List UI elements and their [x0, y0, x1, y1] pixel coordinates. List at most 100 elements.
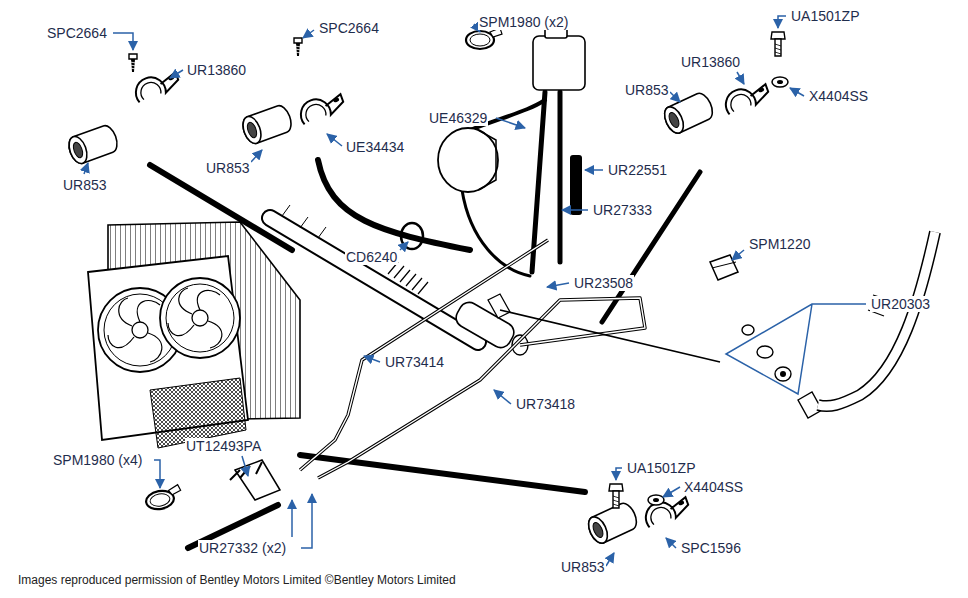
radiator-part — [144, 484, 183, 511]
fittings-part — [775, 367, 791, 381]
part-number: UR853 — [62, 177, 108, 193]
oil-cooler — [401, 128, 498, 249]
part-number: SPC1596 — [680, 540, 742, 556]
leader-arrows-part — [790, 88, 804, 96]
leader-arrows-part — [585, 169, 603, 171]
leader-arrows-part — [737, 72, 744, 84]
steering-rack-part — [270, 218, 478, 342]
fittings-part — [818, 232, 935, 406]
radiator-part — [160, 278, 240, 358]
part-number: UA1501ZP — [790, 8, 860, 24]
leader-arrows-part — [251, 150, 262, 162]
clamp-sets-part — [722, 80, 771, 115]
part-number: UR20303 — [870, 296, 931, 312]
leader-arrows-part — [327, 134, 342, 146]
part-number: UR853 — [205, 160, 251, 176]
oil-cooler-part — [401, 223, 423, 249]
leader-arrows-part — [84, 163, 88, 174]
fittings — [710, 232, 935, 418]
part-number: CD6240 — [345, 249, 398, 265]
group-bracket — [726, 304, 866, 394]
leader-arrows-part — [778, 16, 786, 28]
pipes-part — [318, 298, 645, 478]
hose-segment — [570, 155, 582, 215]
clamp-sets — [66, 32, 788, 546]
copyright-caption: Images reproduced permission of Bentley … — [18, 573, 456, 587]
leader-arrows-part — [732, 250, 744, 260]
fittings-part — [818, 232, 935, 406]
pipes — [300, 240, 720, 478]
part-number: UR27333 — [592, 202, 653, 218]
part-number: UR23508 — [573, 275, 634, 291]
clamp-sets-part — [642, 493, 691, 528]
hose-lines-part — [300, 455, 585, 492]
part-number: UR27332 (x2) — [198, 540, 287, 556]
clamp-sets-part — [132, 68, 181, 103]
clamp-sets-part — [609, 484, 623, 508]
clamp-sets-part — [297, 90, 346, 125]
radiator-part — [108, 298, 162, 362]
leader-arrows-part — [494, 390, 511, 404]
radiator-part — [192, 310, 208, 326]
steering-rack-part-part — [388, 262, 428, 294]
leader-arrows-part — [154, 460, 160, 488]
steering-rack-part — [270, 218, 478, 342]
leader-arrows-part — [547, 283, 569, 287]
leader-arrows-part — [113, 33, 133, 50]
radiator-part — [166, 284, 234, 352]
leader-arrows-part — [562, 209, 588, 211]
part-number: UR22551 — [607, 162, 668, 178]
steering-rack — [270, 205, 528, 355]
fittings-part — [712, 262, 736, 268]
clamp-sets-part — [129, 54, 137, 72]
leader-arrows-part — [170, 70, 183, 78]
radiator-part — [168, 288, 222, 348]
part-number: UE46329 — [428, 110, 488, 126]
reservoir-part — [466, 28, 502, 49]
clamp-sets-part — [772, 77, 788, 87]
leader-arrows — [84, 16, 804, 566]
part-number: UR853 — [560, 559, 606, 575]
part-number: SPM1980 (x2) — [478, 14, 569, 30]
fittings-part — [757, 346, 773, 358]
fittings-part — [742, 325, 754, 335]
clamp-sets-part — [294, 38, 302, 56]
pipes-part — [500, 310, 720, 362]
pipes-part — [300, 240, 548, 470]
clamp-sets-part — [771, 32, 785, 56]
leader-arrows-part — [606, 553, 614, 566]
leader-arrows-part — [242, 456, 248, 476]
fittings-part — [780, 371, 786, 377]
part-number: UR73414 — [384, 354, 445, 370]
part-number: UR13860 — [186, 62, 247, 78]
part-number: SPM1980 (x4) — [52, 452, 143, 468]
pipes-part — [300, 240, 548, 470]
radiator-part — [235, 460, 280, 500]
oil-cooler-part — [438, 128, 498, 192]
part-number: X4404SS — [808, 88, 869, 104]
part-number: SPM1220 — [748, 236, 811, 252]
steering-rack-part — [488, 294, 510, 318]
clamp-sets-part — [240, 103, 295, 146]
leader-arrows-part — [400, 242, 408, 250]
reservoir — [466, 26, 585, 90]
steering-rack-part — [388, 262, 428, 294]
hose-lines-part — [558, 92, 563, 262]
leader-arrows-part — [663, 487, 680, 497]
part-number: UR73418 — [515, 396, 576, 412]
oil-cooler-part — [478, 130, 496, 190]
part-number: UA1501ZP — [626, 460, 696, 476]
leader-arrows-part — [616, 468, 622, 480]
part-number: UR13860 — [680, 54, 741, 70]
part-number: X4404SS — [683, 479, 744, 495]
clamp-sets-part — [66, 123, 121, 166]
pipes-part — [318, 298, 645, 478]
leader-arrows-part — [301, 494, 312, 548]
leader-arrows-part — [291, 500, 293, 537]
part-number: UE34434 — [345, 139, 405, 155]
leader-arrows-part — [496, 118, 525, 128]
leader-arrows-part — [364, 356, 380, 362]
clamp-sets-part — [648, 495, 664, 505]
